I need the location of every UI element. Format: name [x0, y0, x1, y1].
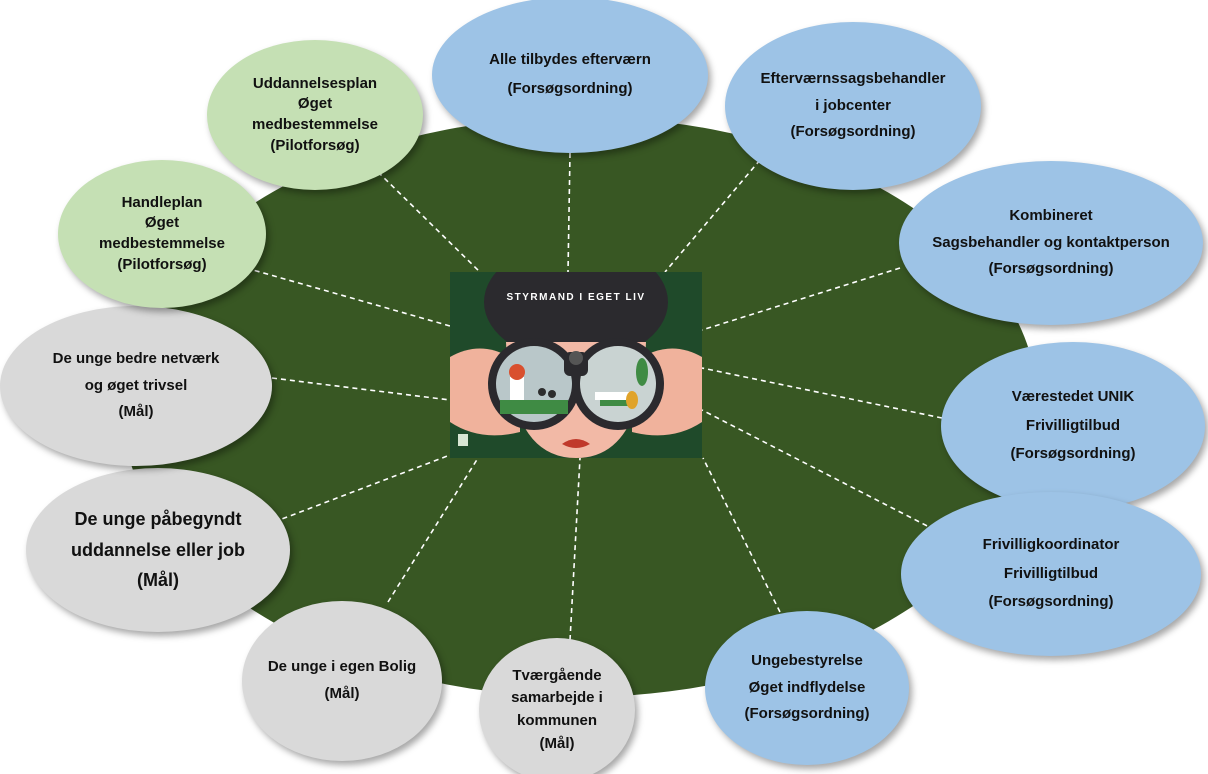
- poster-title: STYRMAND I EGET LIV: [506, 292, 646, 303]
- bubble-text: (Mål): [539, 734, 575, 752]
- bubble-text: samarbejde i: [511, 689, 603, 707]
- bubble-text: Kombineret: [1009, 206, 1093, 224]
- bubble-tvaergaaende: Tværgående samarbejde i kommunen (Mål): [479, 638, 635, 774]
- bubble-text: Handleplan: [121, 193, 203, 211]
- bubble-text: Frivilligtilbud: [1025, 416, 1121, 434]
- connector-tvaergaaende: [569, 457, 581, 641]
- bubble-text: og øget trivsel: [84, 376, 188, 394]
- bubble-text: Uddannelsesplan: [252, 74, 378, 92]
- bubble-text: Sagsbehandler og kontaktperson: [932, 233, 1170, 251]
- connector-kombineret: [701, 267, 901, 331]
- bubble-text: (Pilotforsøg): [117, 255, 207, 273]
- bubble-text: medbestemmelse: [252, 116, 378, 133]
- bubble-text: (Mål): [324, 685, 360, 702]
- connector-alle-tilbydes: [567, 152, 571, 273]
- bubble-text: Øget: [297, 95, 333, 113]
- bubble-text: De unge påbegyndt: [74, 509, 242, 530]
- bubble-text: De unge bedre netværk: [52, 349, 220, 367]
- bubble-text: (Forsøgsordning): [988, 260, 1114, 278]
- bubble-text: uddannelse eller job: [70, 539, 246, 560]
- bubble-text: Øget: [144, 214, 180, 232]
- bubble-egen-bolig: De unge i egen Bolig (Mål): [242, 601, 442, 761]
- bubble-text: De unge i egen Bolig: [267, 658, 417, 676]
- connector-lines: [245, 152, 943, 641]
- bubble-text: (Mål): [118, 403, 154, 421]
- bubble-vaerestedet: Værestedet UNIK Frivilligtilbud (Forsøgsor…: [941, 342, 1205, 510]
- bubble-text: Efterværnssagsbehandler: [760, 69, 946, 87]
- bubble-text: Frivilligtilbud: [1003, 564, 1099, 582]
- bubble-eftervaern-sagsbehandler: Efterværnssagsbehandler i jobcenter (Forsø…: [725, 22, 981, 190]
- bubble-text: kommunen: [516, 712, 597, 729]
- bubble-text: (Forsøgsordning): [1010, 445, 1136, 463]
- bubble-text: (Forsøgsordning): [790, 123, 916, 141]
- connector-egen-bolig: [387, 457, 479, 603]
- bubble-text: Værestedet UNIK: [1011, 387, 1135, 405]
- bubble-text: (Forsøgsordning): [507, 80, 633, 97]
- bubble-uddannelse-job: De unge påbegyndt uddannelse eller job (Må…: [26, 468, 290, 632]
- connector-netvaerk: [271, 377, 451, 401]
- connector-uddannelse-job: [273, 454, 451, 523]
- bubble-text: Ungebestyrelse: [751, 651, 863, 669]
- connector-uddannelsesplan: [377, 171, 481, 273]
- bubble-text: Øget indflydelse: [748, 678, 866, 696]
- bubble-text: (Mål): [137, 570, 179, 591]
- connector-frivilligkoordinator: [701, 409, 936, 531]
- bubble-text: Alle tilbydes efterværn: [489, 51, 651, 69]
- bubble-text: (Forsøgsordning): [988, 593, 1114, 611]
- connector-ungebestyrelse: [702, 457, 781, 613]
- bubble-text: (Forsøgsordning): [744, 705, 870, 723]
- bubble-text: i jobcenter: [815, 96, 891, 114]
- connector-vaerestedet: [701, 367, 943, 419]
- bubble-text: (Pilotforsøg): [270, 136, 360, 154]
- center-poster: STYRMAND I EGET LIV: [450, 272, 702, 458]
- connector-eftervaern-sagsbehandler: [664, 159, 761, 273]
- bubble-netvaerk: De unge bedre netværk og øget trivsel (Mål…: [0, 306, 272, 466]
- bubble-text: Tværgående: [512, 666, 602, 684]
- bubble-alle-tilbydes: Alle tilbydes efterværn (Forsøgsordning): [432, 0, 708, 153]
- bubble-text: Frivilligkoordinator: [982, 535, 1120, 553]
- binoculars-illustration: [450, 272, 702, 458]
- bubble-text: medbestemmelse: [99, 235, 225, 252]
